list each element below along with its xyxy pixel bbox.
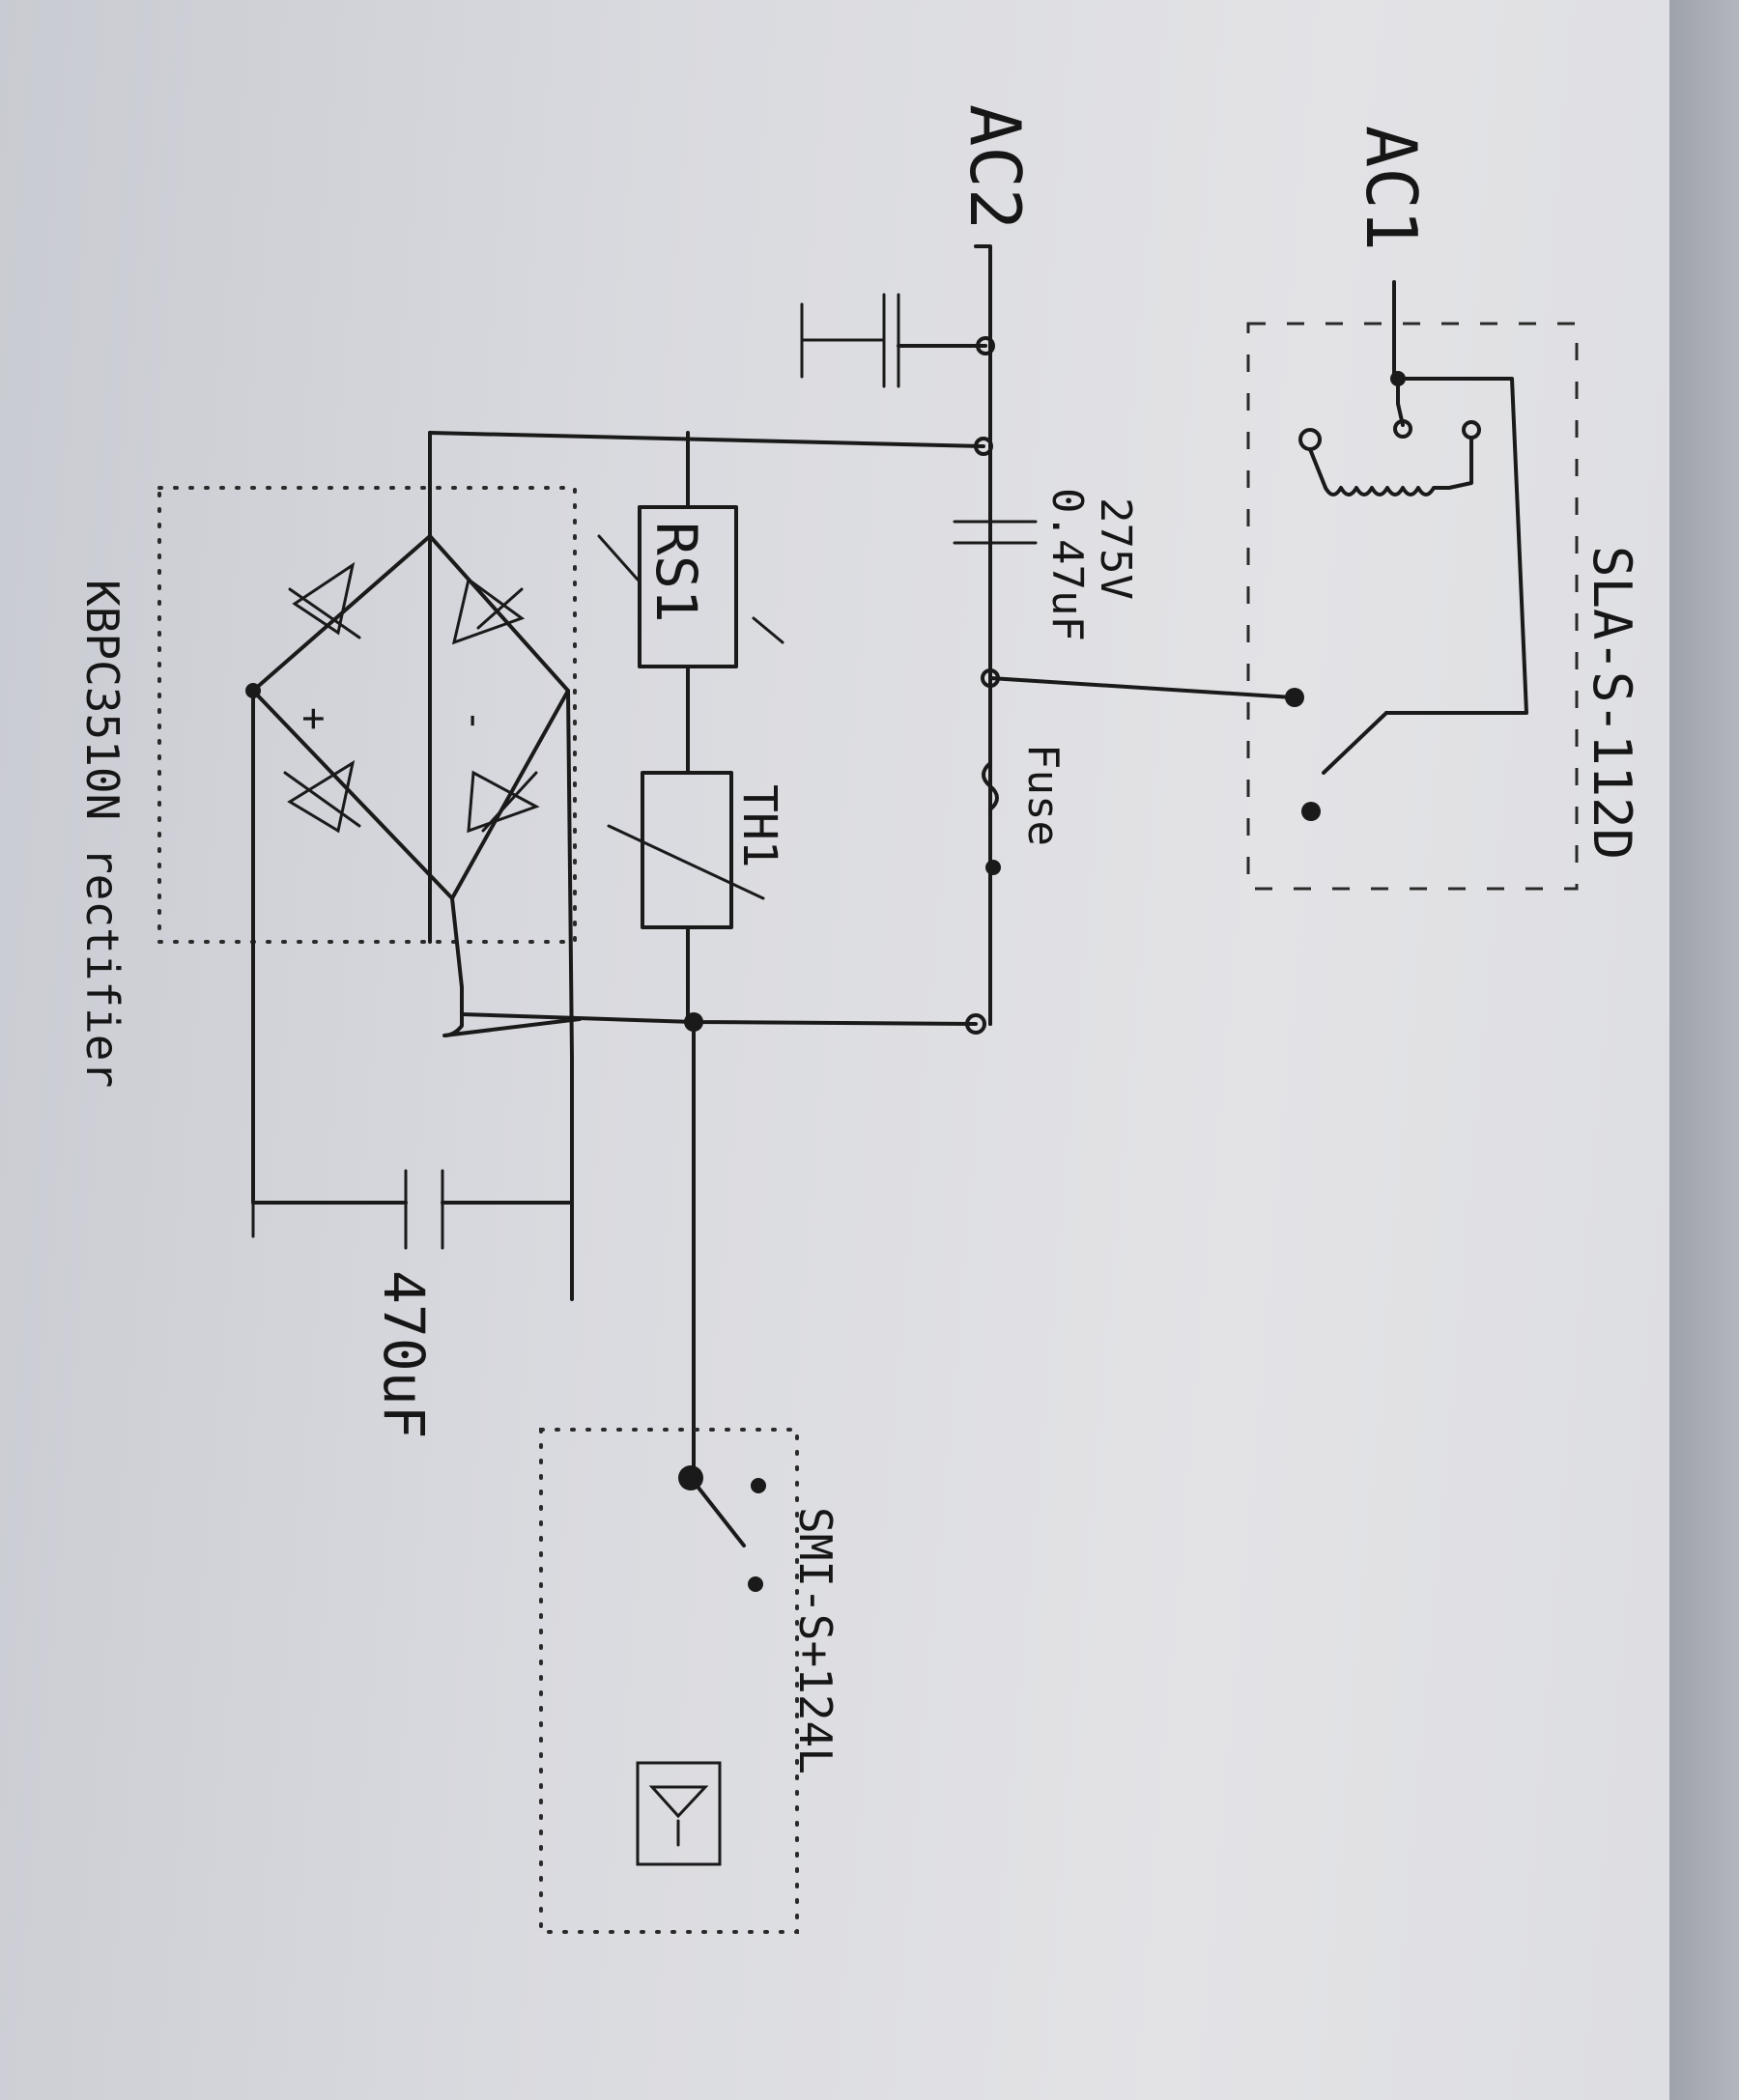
relay1-com-contact (1396, 377, 1405, 427)
relay2-coil-box (636, 1761, 722, 1866)
wire-jump (442, 993, 582, 1037)
th1-thermistor (607, 771, 765, 1024)
cap-value-label: 0.47uF (1042, 488, 1092, 641)
relay2-contact-b (748, 1576, 763, 1592)
bulk-capacitor-470uf (251, 1169, 574, 1301)
relay2-coil-diode (648, 1785, 709, 1847)
diode-1 (288, 561, 361, 639)
relay1-coil (1324, 486, 1451, 497)
rs1-label: RS1 (643, 522, 709, 623)
rectifier-ac-bottom (450, 896, 464, 989)
diode-3 (283, 759, 361, 834)
relay1-contact-b (1301, 802, 1321, 821)
relay1-switch-blade (1322, 711, 1388, 775)
diode-2 (451, 577, 526, 645)
bulk-cap-plates (404, 1169, 444, 1250)
ac1-label: AC1 (1351, 126, 1432, 251)
ac2-label: AC2 (955, 104, 1036, 230)
diode-4 (467, 770, 540, 834)
rectifier-outline (157, 486, 577, 944)
cap-rating-label: 275V (1091, 497, 1140, 600)
relay1-coil-terminal-b (1462, 420, 1481, 440)
rectifier-label: KBPC3510N rectifier (76, 580, 128, 1088)
th1-label: TH1 (732, 784, 786, 868)
wire-top-branch (428, 431, 985, 944)
bulk-cap-label: 470uF (371, 1270, 437, 1439)
rs1-slash (597, 534, 784, 644)
relay1-label: SLA-S-112D (1582, 546, 1642, 860)
relay1-coil-lead-a (1308, 447, 1327, 490)
relay1-armature-wire (1384, 377, 1528, 715)
rectifier-plus-label: + (292, 707, 336, 730)
fuse-symbol (982, 761, 999, 811)
relay2-contact-a (751, 1478, 766, 1493)
relay2-outline (539, 1428, 799, 1934)
fuse-label: Fuse (1018, 744, 1068, 846)
bridge-rectifier (157, 431, 577, 1301)
capacitor-0-47uf (953, 462, 1295, 699)
th1-slash (607, 824, 765, 900)
relay1-outline (1246, 322, 1579, 891)
relay1-coil-terminal-a (1298, 428, 1322, 451)
relay-sla-s-112d (1246, 280, 1579, 891)
fuse-terminal (985, 860, 1001, 875)
relay1-coil-lead-b (1447, 436, 1473, 490)
desk-edge (1669, 0, 1739, 2100)
output-bus (442, 985, 978, 1470)
ac2-main-wire (974, 244, 992, 1026)
fuse (965, 676, 1001, 1035)
relay2-switch-blade (689, 1476, 746, 1547)
th1-body (641, 771, 733, 929)
rectifier-minus-label: - (452, 709, 497, 732)
bulk-cap-ground-ticks (251, 1186, 574, 1301)
relay-smi-s-124l (539, 1428, 799, 1934)
x-cap-symbol (800, 293, 900, 388)
rs1-resistor (597, 505, 784, 775)
wire-cap-to-relay (988, 676, 1295, 699)
wire-main-bus (460, 985, 978, 1026)
cap-plates (953, 520, 1038, 545)
ac2-line (428, 244, 995, 1026)
relay1-no-terminal (1393, 419, 1412, 439)
